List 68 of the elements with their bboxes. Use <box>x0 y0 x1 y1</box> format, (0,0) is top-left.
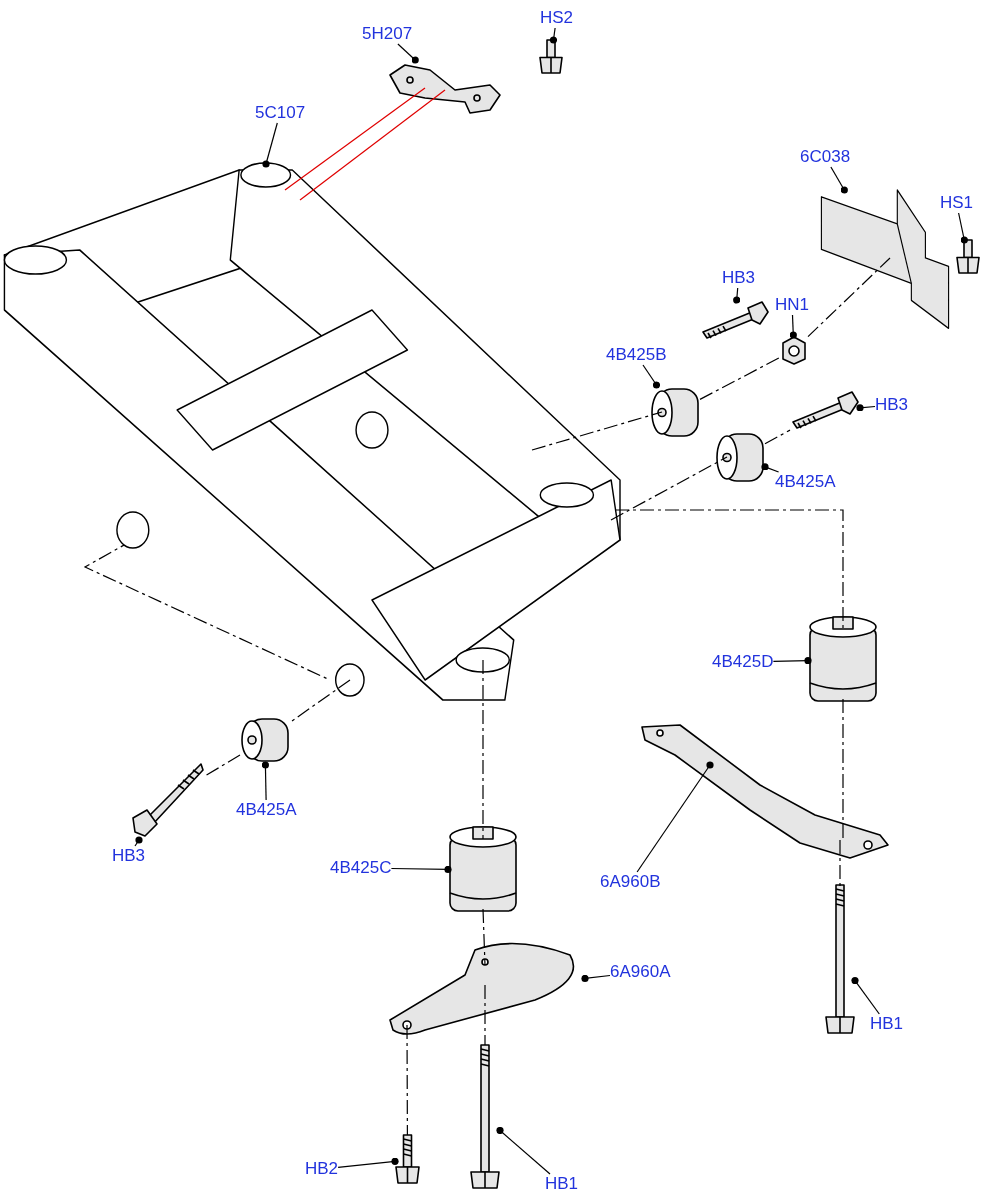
center-line <box>842 698 844 841</box>
bushing-drawing <box>715 430 765 485</box>
leader-line <box>397 43 419 64</box>
bolt-icon <box>955 240 981 275</box>
center-line <box>839 839 841 888</box>
callout-label: 4B425A <box>236 800 297 820</box>
bushing-drawing <box>808 615 878 705</box>
callout-label: HS1 <box>940 193 974 213</box>
center-line <box>531 411 663 451</box>
callout-label: 6C038 <box>800 147 851 167</box>
center-line <box>482 659 484 840</box>
reference-line <box>284 87 426 191</box>
bolt-icon <box>825 885 855 1035</box>
leader-line <box>549 27 558 44</box>
center-line <box>807 257 891 338</box>
bolt-icon <box>470 1045 500 1190</box>
nut-icon <box>780 335 808 365</box>
bolt-icon <box>700 300 770 342</box>
center-line <box>406 1024 408 1136</box>
callout-label: HS2 <box>540 8 574 28</box>
callout-label: 5C107 <box>255 103 306 123</box>
bushing-drawing <box>448 825 518 915</box>
leader-line <box>958 212 968 244</box>
callout-label: 4B425C <box>330 858 392 878</box>
leader-line <box>856 404 876 412</box>
leader-line <box>772 657 812 665</box>
leader-line <box>830 166 848 194</box>
leader-line <box>581 974 611 982</box>
callout-label: HB3 <box>112 846 146 866</box>
callout-label: HB1 <box>545 1174 579 1194</box>
leader-line <box>636 761 714 873</box>
reference-line <box>299 89 446 201</box>
callout-label: 5H207 <box>362 24 413 44</box>
callout-label: 4B425D <box>712 652 774 672</box>
leader-line <box>261 761 269 801</box>
callout-label: 6A960B <box>600 872 661 892</box>
leader-line <box>134 836 143 847</box>
leader-line <box>262 122 278 168</box>
callout-label: HN1 <box>775 295 809 315</box>
center-line <box>482 908 486 966</box>
center-line <box>764 429 791 445</box>
callout-label: HB2 <box>305 1159 339 1179</box>
bolt-icon <box>790 390 860 432</box>
center-line <box>484 984 486 1046</box>
center-line <box>289 679 351 723</box>
leader-line <box>733 287 741 304</box>
bolt-icon <box>395 1135 420 1185</box>
callout-label: 6A960A <box>610 962 671 982</box>
center-line <box>699 356 781 400</box>
bushing-drawing <box>240 715 290 765</box>
bolt-icon <box>538 40 564 75</box>
leader-line <box>789 314 797 339</box>
leader-line <box>337 1157 399 1168</box>
leader-line <box>496 1126 551 1175</box>
leader-line <box>390 865 452 873</box>
bushing-drawing <box>650 385 700 440</box>
leader-line <box>761 463 780 473</box>
leader-line <box>851 977 880 1015</box>
callout-label: 4B425A <box>775 472 836 492</box>
callout-label: HB3 <box>875 395 909 415</box>
callout-label: 4B425B <box>606 345 667 365</box>
callout-label: HB1 <box>870 1014 904 1034</box>
callout-label: HB3 <box>722 268 756 288</box>
center-line <box>614 509 844 630</box>
leader-line <box>642 364 661 389</box>
bracket-drawing <box>640 725 890 860</box>
center-line <box>610 456 728 521</box>
center-line <box>204 754 241 777</box>
